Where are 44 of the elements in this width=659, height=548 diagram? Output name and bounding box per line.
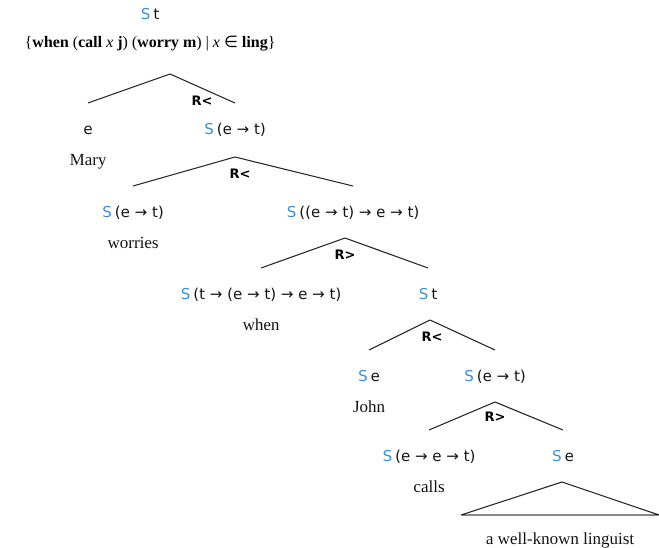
tree-branch bbox=[344, 237, 428, 269]
word-label: worries bbox=[106, 233, 160, 253]
type-label: (e → t) bbox=[216, 120, 266, 138]
type-label: e bbox=[83, 120, 93, 138]
scope-marker: S bbox=[180, 285, 190, 303]
type-label: e bbox=[564, 447, 574, 465]
scope-marker: S bbox=[140, 5, 150, 23]
scope-marker: S bbox=[464, 367, 474, 385]
word-label: John bbox=[352, 397, 386, 417]
rule-label: R< bbox=[192, 94, 212, 110]
rule-label: R< bbox=[422, 330, 442, 346]
rule-label: R> bbox=[334, 248, 356, 264]
type-label: (t → (e → t) → e → t) bbox=[193, 285, 342, 303]
tree-branch bbox=[368, 320, 430, 350]
word-label: Mary bbox=[68, 150, 108, 170]
tree-branch bbox=[170, 74, 236, 104]
phrase-text: a well-known linguist bbox=[484, 529, 636, 548]
tree-branch bbox=[260, 237, 346, 269]
meaning-formula: {when (call x j) (worry m) | x ∈ ling} bbox=[24, 33, 276, 53]
tree-branch bbox=[234, 156, 354, 187]
tree-branch bbox=[132, 156, 236, 187]
scope-marker: S bbox=[418, 285, 428, 303]
type-label: e bbox=[370, 367, 380, 385]
type-label: (e → t) bbox=[476, 367, 526, 385]
word-label: when bbox=[242, 315, 280, 335]
rule-label: R< bbox=[230, 167, 250, 183]
scope-marker: S bbox=[204, 120, 214, 138]
subtree-triangle bbox=[460, 481, 659, 516]
scope-marker: S bbox=[102, 203, 112, 221]
tree-branch bbox=[428, 402, 496, 430]
tree-branch bbox=[88, 73, 170, 104]
word-label: calls bbox=[412, 477, 446, 497]
type-label: (e → e → t) bbox=[395, 447, 476, 465]
scope-marker: S bbox=[382, 447, 392, 465]
scope-marker: S bbox=[286, 203, 296, 221]
type-label: t bbox=[153, 5, 160, 23]
type-label: (e → t) bbox=[114, 203, 164, 221]
scope-marker: S bbox=[552, 447, 562, 465]
type-label: ((e → t) → e → t) bbox=[299, 203, 420, 221]
tree-branch bbox=[430, 320, 496, 350]
rule-label: R> bbox=[484, 410, 506, 426]
tree-branch bbox=[494, 402, 564, 430]
scope-marker: S bbox=[358, 367, 368, 385]
type-label: t bbox=[431, 285, 438, 303]
